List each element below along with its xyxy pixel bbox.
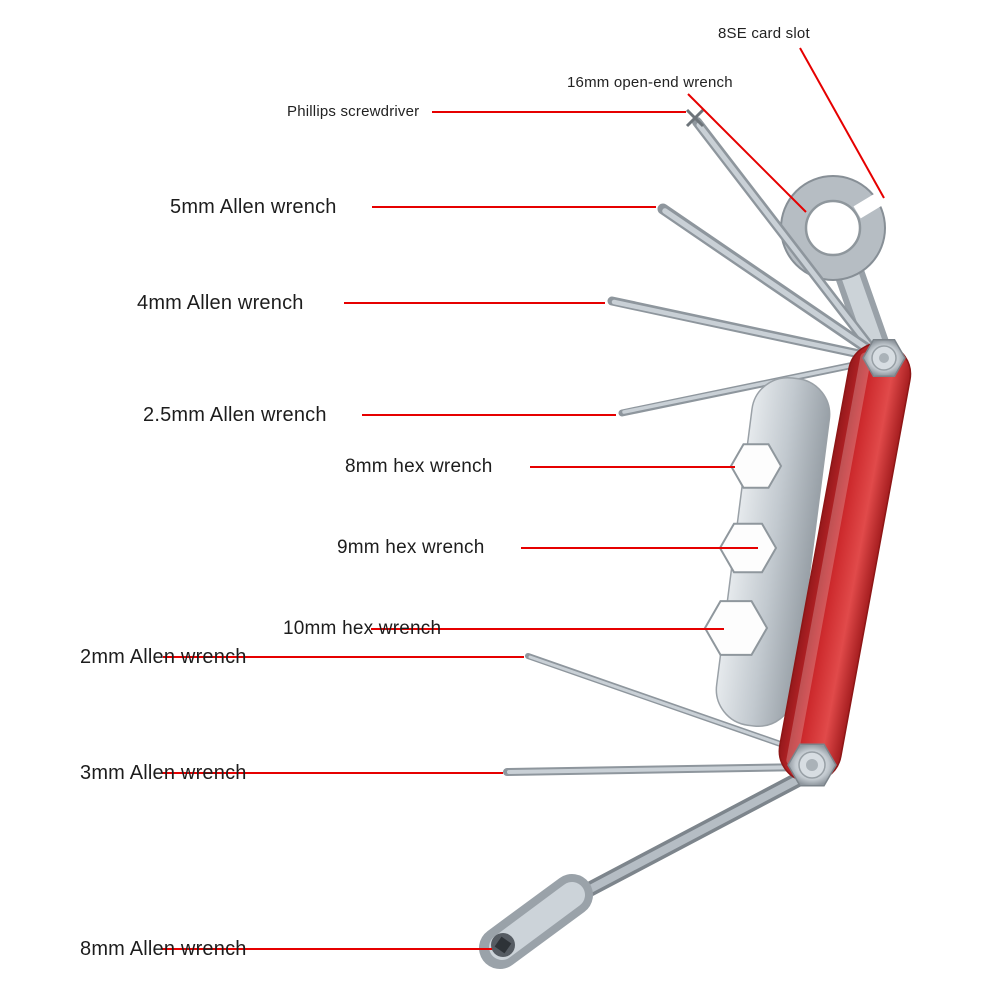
label-8mm-hex-wrench: 8mm hex wrench (345, 456, 493, 477)
label-10mm-hex-wrench: 10mm hex wrench (283, 618, 442, 639)
allen-wrench-4mm-tool (607, 296, 883, 363)
allen-wrench-8mm-socket-tool (479, 762, 824, 969)
label-8se-card-slot: 8SE card slot (718, 25, 810, 42)
card-slot-notch (853, 183, 899, 219)
phillips-screwdriver-tool (685, 108, 879, 357)
label-3mm-allen-wrench: 3mm Allen wrench (80, 762, 247, 784)
label-2mm-allen-wrench: 2mm Allen wrench (80, 646, 247, 668)
allen-wrench-2mm-tool (525, 653, 815, 758)
label-2-5mm-allen-wrench: 2.5mm Allen wrench (143, 404, 327, 426)
leader-lines (162, 47, 885, 950)
leader-line-8se-card-slot (799, 47, 885, 199)
label-4mm-allen-wrench: 4mm Allen wrench (137, 292, 304, 314)
open-end-wrench-tool (780, 175, 899, 370)
label-9mm-hex-wrench: 9mm hex wrench (337, 537, 485, 558)
allen-wrench-5mm-tool (657, 203, 884, 362)
label-phillips-screwdriver: Phillips screwdriver (287, 103, 420, 120)
allen-wrench-2-5mm-tool (618, 356, 882, 417)
allen-wrench-3mm-tool (503, 763, 814, 776)
top-pivot-bolt (862, 339, 906, 377)
label-16mm-open-end-wrench: 16mm open-end wrench (567, 74, 733, 91)
label-8mm-allen-wrench: 8mm Allen wrench (80, 938, 247, 960)
bottom-pivot-bolt (787, 743, 837, 787)
label-5mm-allen-wrench: 5mm Allen wrench (170, 196, 337, 218)
leader-line-open-end (687, 93, 807, 213)
